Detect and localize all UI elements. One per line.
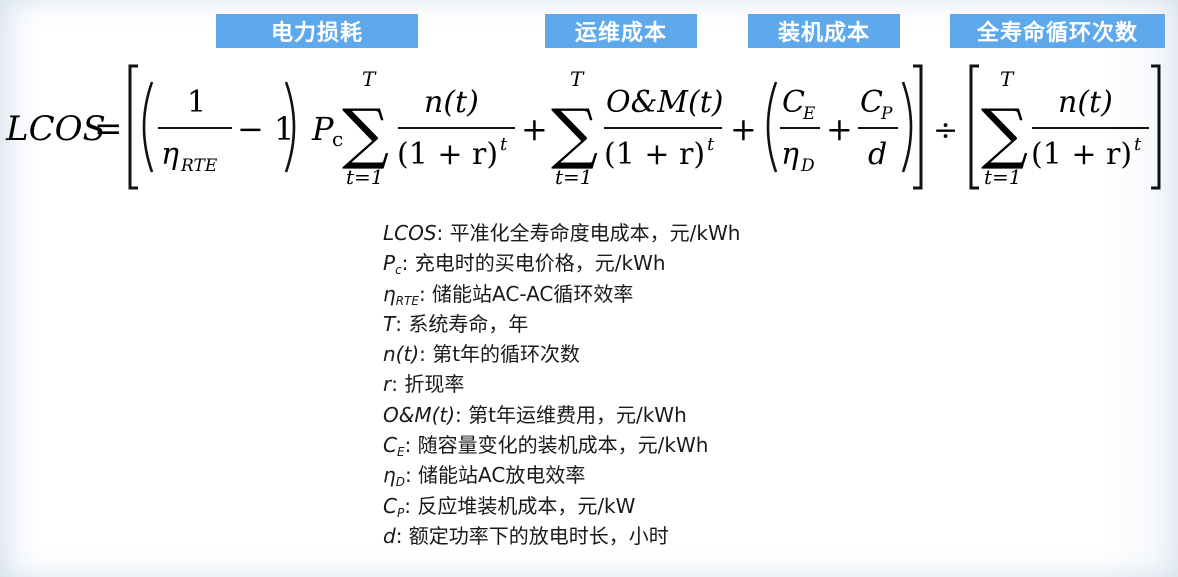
formula-svg: LCOS = 1 η RTE − 1 P c T ∑ t=1 n(t) (1 +… [5,64,1161,190]
legend-text: : 反应堆装机成本，元/kW [404,493,636,518]
frac1-numerator: n(t) [424,85,479,120]
right-paren [284,81,296,173]
legend-symbol: C [383,493,397,518]
numerator-one: 1 [187,85,206,120]
right-paren-2 [901,81,913,173]
legend-text: : 平准化全寿命度电成本，元/kWh [436,221,741,245]
legend-text: : 第t年的循环次数 [419,342,581,367]
plus-2: + [730,110,757,148]
legend-subscript: D [395,475,405,490]
eta-d-subscript: D [800,156,815,176]
legend-text: : 随容量变化的装机成本，元/kWh [404,433,709,458]
legend-row-pc: Pc: 充电时的买电价格，元/kWh [383,248,740,278]
legend-symbol: n(t) [383,342,420,367]
sum2-lower: t=1 [555,165,593,189]
eta-symbol: η [161,137,179,172]
legend-symbol: η [383,463,396,488]
sum1-upper: T [362,67,377,91]
sum1-sigma: ∑ [342,95,389,172]
minus-one: − 1 [237,110,294,148]
legend-row-t: T: 系统寿命，年 [383,309,740,339]
legend-symbol: P [383,251,396,276]
legend-text: : 储能站AC放电效率 [404,463,586,488]
legend-symbol: d [383,523,396,548]
power-loss-label: 电力损耗 [216,14,418,48]
sum3-upper: T [1000,67,1015,91]
om-cost-label: 运维成本 [545,14,697,48]
legend-symbol: O&M(t) [383,402,456,427]
divide-sign: ÷ [933,113,958,148]
legend-row-om: O&M(t): 第t年运维费用，元/kWh [383,400,740,430]
legend-text: : 系统寿命，年 [395,311,529,336]
cycle-count-label: 全寿命循环次数 [950,14,1165,48]
legend-subscript: E [396,445,405,460]
ce-symbol: C [782,85,805,120]
left-bracket-2 [969,64,979,190]
legend-row-nt: n(t): 第t年的循环次数 [383,339,740,369]
right-bracket [913,64,923,190]
legend-row-lcos: LCOS: 平准化全寿命度电成本，元/kWh [383,218,740,248]
legend-text: : 充电时的买电价格，元/kWh [401,251,666,276]
frac2-denominator: (1 + r) [604,137,705,172]
plus-1: + [521,110,548,148]
eta-d-symbol: η [781,137,799,172]
legend-row-ce: CE: 随容量变化的装机成本，元/kWh [383,430,740,460]
sum1-lower: t=1 [346,165,384,189]
legend-text: : 储能站AC-AC循环效率 [418,281,634,306]
variable-legend: LCOS: 平准化全寿命度电成本，元/kWh Pc: 充电时的买电价格，元/kW… [383,218,740,551]
legend-symbol: r [383,372,392,397]
sum3-lower: t=1 [984,165,1022,189]
legend-text: : 折现率 [391,372,465,397]
left-paren [142,81,154,173]
legend-text: : 第t年运维费用，元/kWh [455,402,687,427]
legend-row-cp: CP: 反应堆装机成本，元/kW [383,491,740,521]
legend-subscript: RTE [395,293,419,308]
equals-sign: = [94,109,123,149]
left-bracket [128,64,138,190]
sum2-sigma: ∑ [551,95,598,172]
sum2-upper: T [570,67,585,91]
legend-symbol: LCOS [383,221,437,245]
legend-symbol: C [383,433,397,458]
plus-3: + [826,110,853,148]
frac2-numerator: O&M(t) [606,85,723,120]
legend-row-r: r: 折现率 [383,369,740,399]
d-symbol: d [868,137,887,172]
pc-subscript: c [332,127,343,151]
pc-symbol: P [311,110,334,148]
legend-symbol: η [383,281,396,306]
lcos-symbol: LCOS [5,109,106,149]
left-paren-2 [766,81,778,173]
frac1-denominator: (1 + r) [397,137,498,172]
legend-subscript: P [396,505,405,520]
frac3-numerator: n(t) [1058,85,1113,120]
ce-subscript: E [802,104,816,124]
cp-symbol: C [860,85,883,120]
frac3-exponent: t [1134,134,1142,155]
legend-symbol: T [383,311,396,336]
right-bracket-2 [1151,64,1161,190]
legend-subscript: c [395,263,402,278]
sum3-sigma: ∑ [981,95,1028,172]
install-cost-label: 装机成本 [748,14,900,48]
frac1-exponent: t [500,134,508,155]
frac3-denominator: (1 + r) [1031,137,1132,172]
legend-row-eta-rte: ηRTE: 储能站AC-AC循环效率 [383,279,740,309]
cp-subscript: P [880,104,893,124]
legend-row-eta-d: ηD: 储能站AC放电效率 [383,460,740,490]
rte-subscript: RTE [180,156,218,176]
legend-row-d: d: 额定功率下的放电时长，小时 [383,521,740,551]
legend-text: : 额定功率下的放电时长，小时 [395,523,669,548]
lcos-formula: LCOS = 1 η RTE − 1 P c T ∑ t=1 n(t) (1 +… [0,60,1178,200]
frac2-exponent: t [707,134,715,155]
